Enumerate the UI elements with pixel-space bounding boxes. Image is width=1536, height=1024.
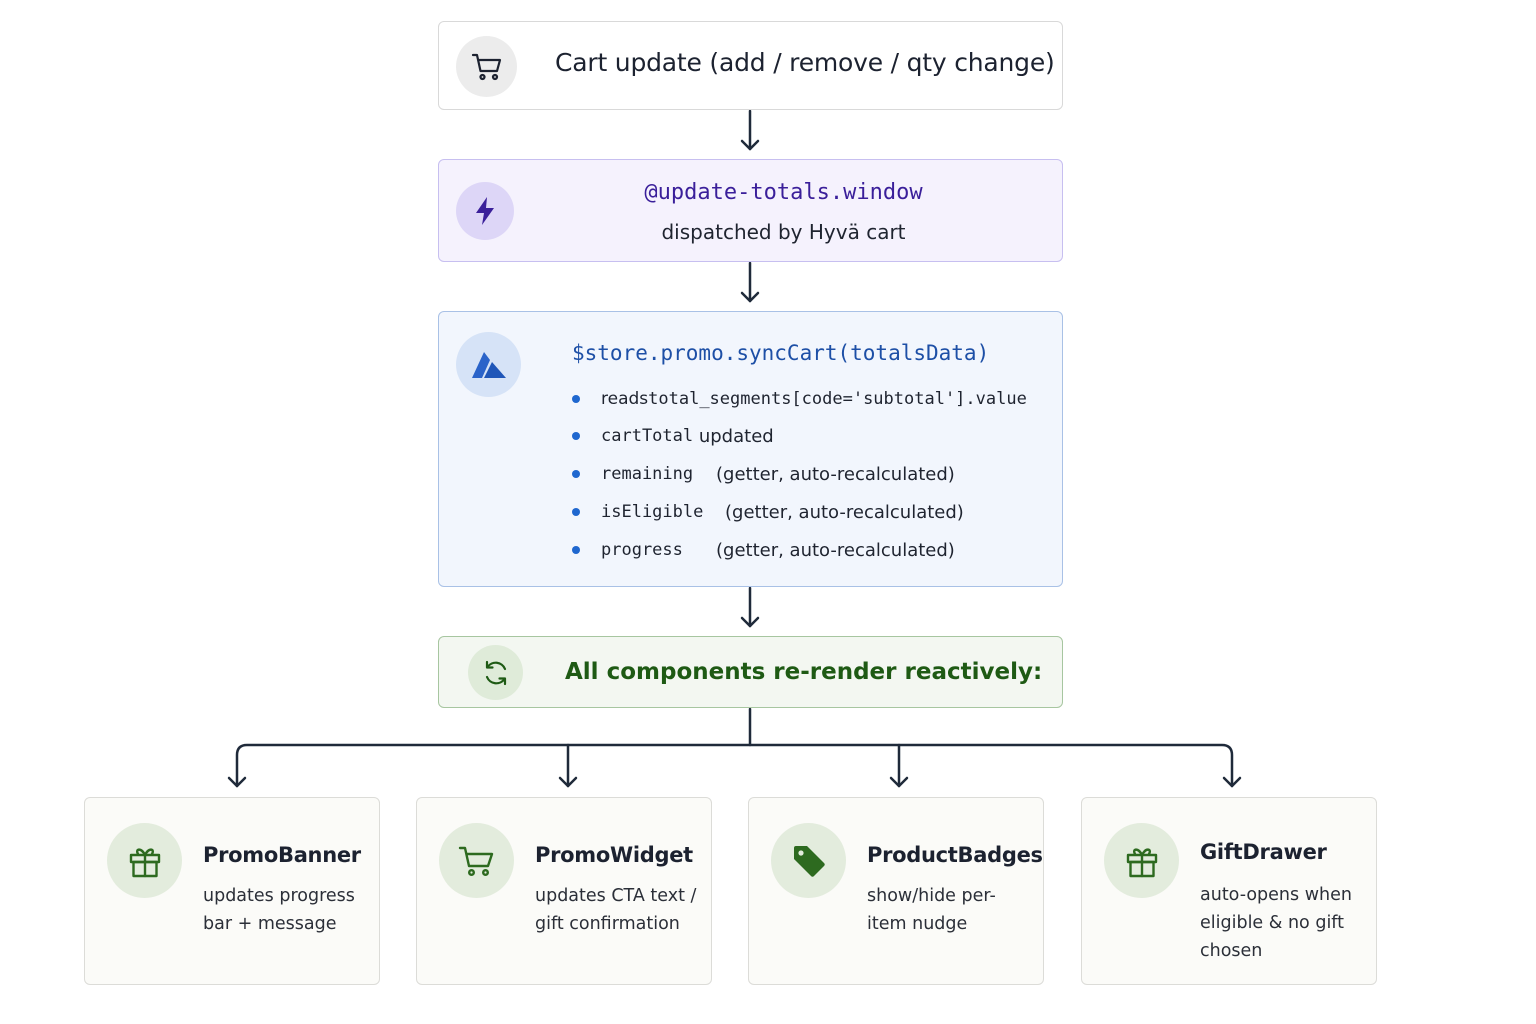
branch-connector	[227, 707, 1242, 788]
refresh-icon	[468, 645, 523, 700]
component-name: PromoBanner	[203, 843, 361, 867]
arrow-store-to-render	[740, 586, 760, 628]
lightning-icon	[456, 182, 514, 240]
component-card-productbadges: ProductBadges show/hide per-item nudge	[748, 797, 1044, 985]
event-subtitle: dispatched by Hyvä cart	[661, 220, 906, 244]
store-bullet-item: reads total_segments[code='subtotal'].va…	[572, 387, 1027, 411]
store-bullet-item: progress (getter, auto-recalculated)	[572, 538, 955, 562]
rerender-node: All components re-render reactively:	[438, 636, 1063, 708]
cart-icon	[439, 823, 514, 898]
arrow-trigger-to-event	[740, 109, 760, 151]
store-sync-node: $store.promo.syncCart(totalsData) reads …	[438, 311, 1063, 587]
cart-icon	[456, 36, 517, 97]
arrow-event-to-store	[740, 261, 760, 303]
component-description: show/hide per-item nudge	[867, 886, 996, 934]
bullet-dot	[572, 395, 580, 403]
store-bullet-item: isEligible (getter, auto-recalculated)	[572, 500, 964, 524]
bullet-dot	[572, 546, 580, 554]
bullet-dot	[572, 432, 580, 440]
store-bullet-item: cartTotal updated	[572, 424, 774, 448]
store-method-call: $store.promo.syncCart(totalsData)	[572, 341, 990, 365]
gift-icon	[1104, 823, 1179, 898]
component-name: PromoWidget	[535, 843, 693, 867]
store-bullet-item: remaining (getter, auto-recalculated)	[572, 462, 955, 486]
event-name: @update-totals.window	[644, 180, 923, 205]
cart-update-label: Cart update (add / remove / qty change)	[555, 48, 1055, 77]
cart-update-node: Cart update (add / remove / qty change)	[438, 21, 1063, 110]
bullet-dot	[572, 470, 580, 478]
component-description: updates progress bar + message	[203, 886, 355, 934]
component-card-giftdrawer: GiftDrawer auto-opens when eligible & no…	[1081, 797, 1377, 985]
alpine-logo-icon	[456, 332, 521, 397]
rerender-label: All components re-render reactively:	[565, 659, 1043, 685]
component-card-promobanner: PromoBanner updates progress bar + messa…	[84, 797, 380, 985]
component-card-promowidget: PromoWidget updates CTA text / gift conf…	[416, 797, 712, 985]
component-description: updates CTA text / gift confirmation	[535, 886, 697, 934]
component-name: ProductBadges	[867, 843, 1043, 867]
tag-icon	[771, 823, 846, 898]
update-totals-event-node: @update-totals.window dispatched by Hyvä…	[438, 159, 1063, 262]
bullet-dot	[572, 508, 580, 516]
component-name: GiftDrawer	[1200, 840, 1327, 864]
gift-icon	[107, 823, 182, 898]
component-description: auto-opens when eligible & no gift chose…	[1200, 885, 1352, 961]
